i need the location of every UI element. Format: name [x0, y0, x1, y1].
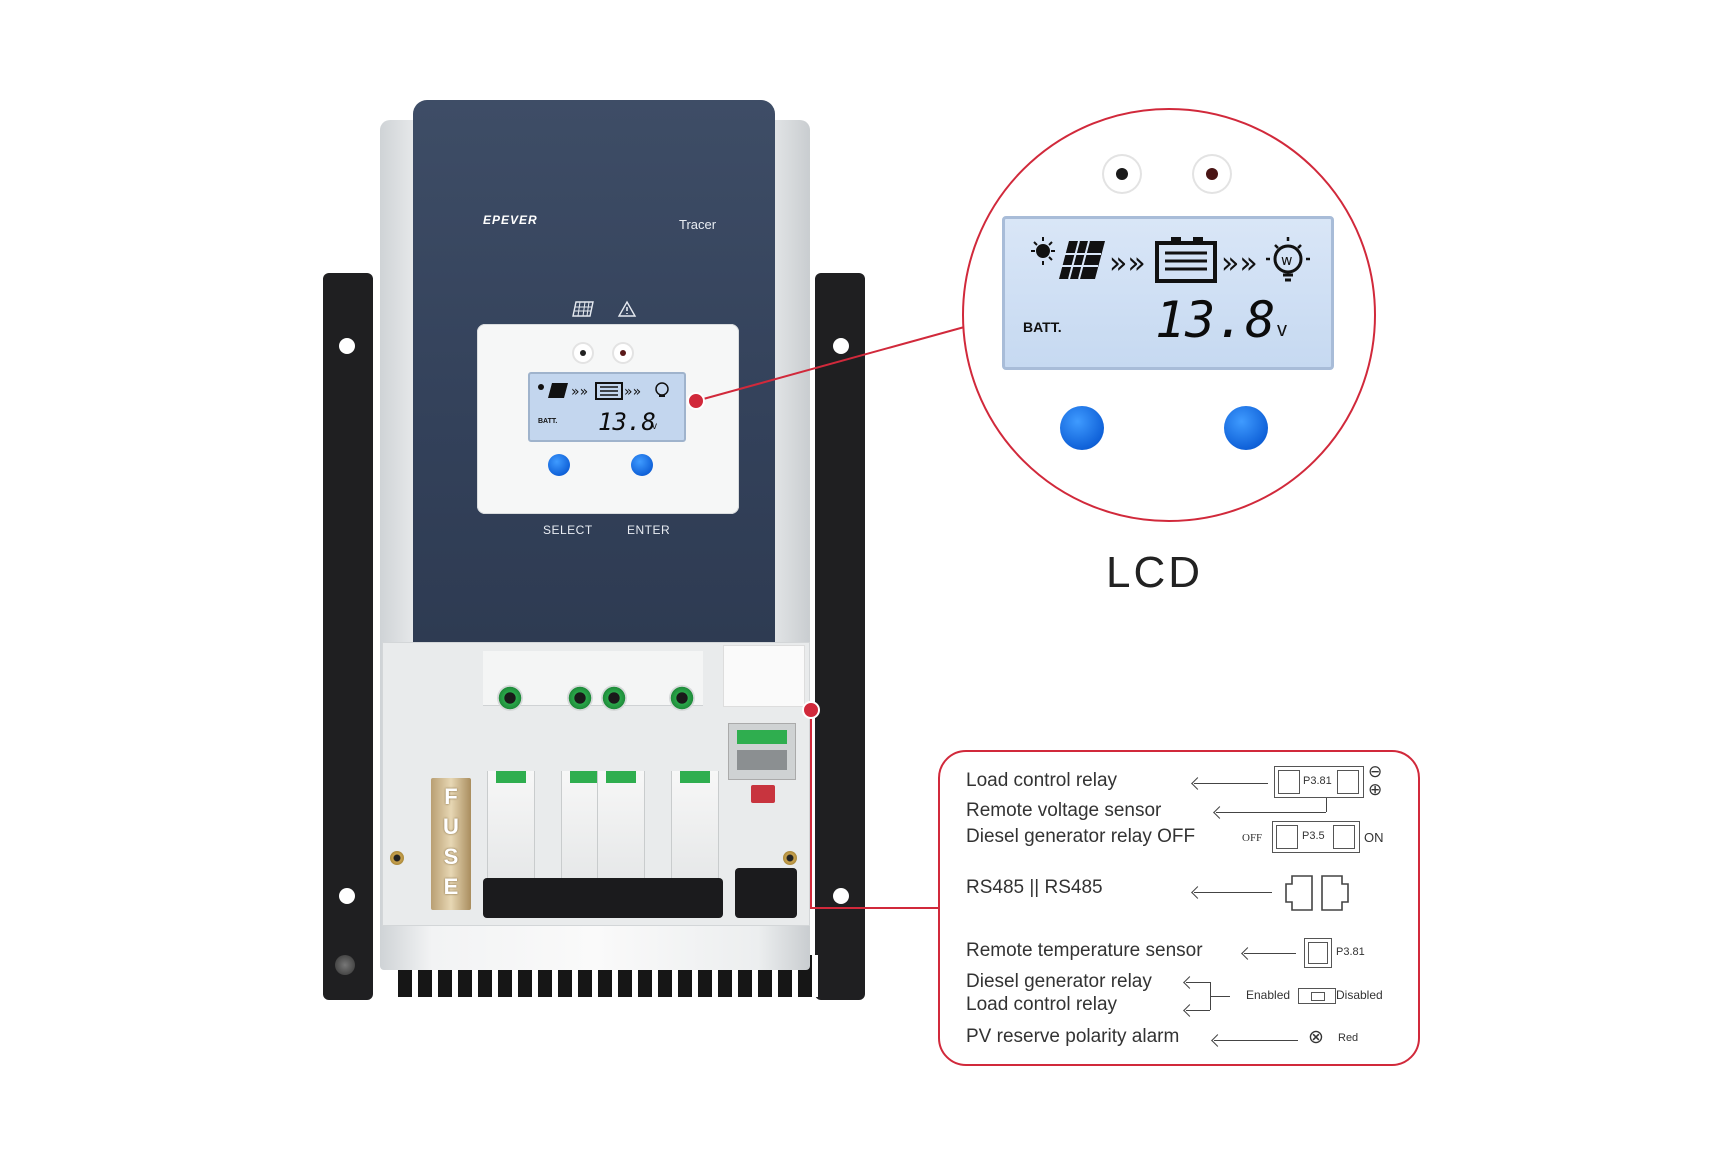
callout-label: Load control relay [966, 770, 1118, 791]
lcd-batt-label: BATT. [1023, 319, 1062, 335]
fault-led [1194, 156, 1230, 192]
svg-text:»»: »» [571, 384, 588, 400]
callout-label: Diesel generator relay [966, 971, 1152, 992]
ports-pointer-dot [802, 701, 820, 719]
arrow-left-icon [1186, 982, 1210, 983]
terminal-screw [567, 685, 593, 711]
warning-triangle-icon [617, 300, 637, 317]
on-label: ON [1364, 830, 1384, 845]
charging-led [574, 344, 592, 362]
plus-icon: ⊕ [1368, 780, 1383, 799]
brand-logo: EPEVER [483, 213, 538, 227]
load-relay-connector-icon: P3.81 [1274, 766, 1364, 798]
terminal-screw [497, 685, 523, 711]
solar-panel-icon [572, 301, 594, 317]
fuse-letter: E [443, 874, 459, 899]
arrow-left-icon [1194, 783, 1268, 784]
enter-button[interactable] [1224, 406, 1268, 450]
bracket-line [1326, 790, 1327, 812]
mounting-stud [783, 851, 797, 865]
select-button[interactable] [548, 454, 570, 476]
fuse: F U S E [431, 778, 471, 910]
mounting-hole [339, 888, 355, 904]
callout-label: Load control relay [966, 994, 1118, 1015]
communication-port-block [728, 723, 796, 780]
ports-callout-panel: Load control relay Remote voltage sensor… [938, 750, 1420, 1066]
arrow-left-icon [1186, 1010, 1210, 1011]
dip-switch [751, 785, 775, 803]
arrow-left-icon [1214, 1040, 1298, 1041]
diesel-relay-connector-icon: P3.5 [1272, 821, 1360, 853]
svg-text:»»: »» [624, 384, 641, 400]
fault-led [614, 344, 632, 362]
info-label-sticker [723, 645, 805, 707]
alarm-led-icon: ⊗ [1308, 1027, 1324, 1048]
terminal-screw [601, 685, 627, 711]
lcd-pointer-dot [687, 392, 705, 410]
terminal-screw [669, 685, 695, 711]
left-mounting-bracket [323, 273, 373, 1000]
cable-clamp [735, 868, 797, 918]
cable-clamp [483, 878, 723, 918]
dip-switch-icon [1298, 988, 1336, 1004]
mounting-hole [339, 338, 355, 354]
lcd-voltage: 13.8 [598, 408, 656, 436]
terminal-compartment: F U S E [382, 642, 810, 926]
callout-label: Remote voltage sensor [966, 800, 1162, 821]
lcd-screen-small: »» »» BATT. 13.8 v [528, 372, 686, 442]
disabled-label: Disabled [1336, 988, 1383, 1002]
enter-button[interactable] [631, 454, 653, 476]
svg-text:w: w [1281, 253, 1292, 269]
lcd-caption: LCD [1106, 548, 1204, 597]
arrow-left-icon [1194, 892, 1272, 893]
callout-label: Remote temperature sensor [966, 940, 1203, 961]
sun-panel-battery-load-icon: »» »» [538, 382, 669, 400]
enter-label: ENTER [627, 523, 671, 537]
arrow-left-icon [1216, 812, 1326, 813]
minus-icon: ⊖ [1368, 762, 1383, 781]
temp-sensor-connector-icon [1304, 938, 1332, 968]
callout-label: PV reserve polarity alarm [966, 1026, 1180, 1047]
mounting-hole [833, 338, 849, 354]
fuse-letter: S [443, 844, 459, 869]
control-face: »» »» BATT. 13.8 v [477, 324, 739, 514]
fuse-letter: F [444, 784, 458, 809]
select-label: SELECT [543, 523, 593, 537]
mounting-hole [833, 888, 849, 904]
arrow-left-icon [1244, 953, 1296, 954]
lcd-voltage: 13.8 [1155, 291, 1276, 349]
callout-label: Diesel generator relay OFF [966, 826, 1196, 847]
svg-text:»»: »» [1109, 246, 1146, 281]
rs485-port-icon [1285, 875, 1349, 911]
right-mounting-bracket [815, 273, 865, 1000]
charging-led [1104, 156, 1140, 192]
lcd-unit: v [1277, 319, 1287, 341]
front-panel: EPEVER Tracer »» »» BATT. 13.8 v [413, 100, 775, 642]
model-label: Tracer [679, 217, 717, 232]
lcd-unit: v [652, 421, 657, 432]
connector-label: P3.81 [1303, 775, 1332, 787]
connector-label: P3.81 [1336, 946, 1365, 958]
mounting-stud [390, 851, 404, 865]
enabled-label: Enabled [1246, 988, 1291, 1002]
lcd-screen-zoomed: »» »» w BATT. 13.8 v [1002, 216, 1334, 370]
terminal-strip [483, 651, 703, 711]
red-label: Red [1338, 1032, 1359, 1044]
sun-panel-battery-load-icon: »» »» w [1031, 237, 1310, 283]
lcd-zoom-circle: »» »» w BATT. 13.8 v [962, 108, 1376, 522]
callout-label: RS485 || RS485 [966, 877, 1103, 898]
off-label: OFF [1242, 832, 1263, 844]
connector-label: P3.5 [1302, 830, 1325, 842]
select-button[interactable] [1060, 406, 1104, 450]
bracket-line [1210, 996, 1230, 997]
ground-screw [335, 955, 355, 975]
lcd-batt-label: BATT. [538, 418, 558, 425]
fuse-letter: U [443, 814, 459, 839]
svg-text:»»: »» [1221, 246, 1258, 281]
